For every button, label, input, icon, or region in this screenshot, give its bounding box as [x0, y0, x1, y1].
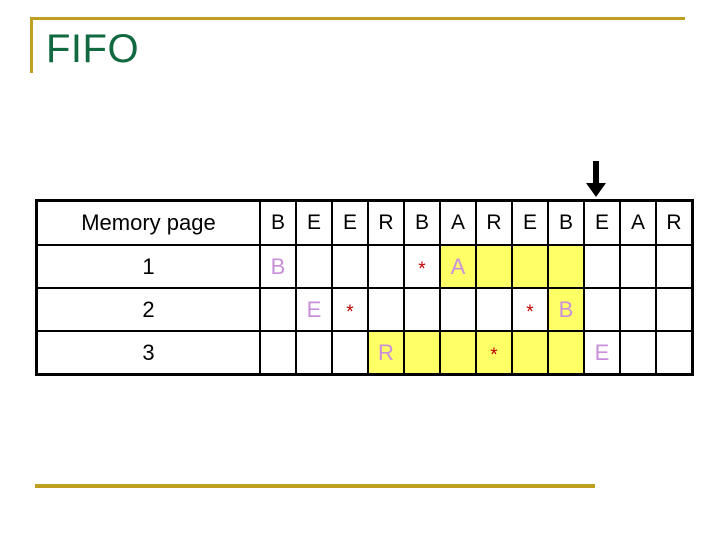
empty-cell: [331, 244, 369, 289]
reference-string-cell: B: [547, 199, 585, 246]
memory-page-cell: R: [367, 330, 405, 376]
memory-page-cell: E: [583, 330, 621, 376]
empty-cell: [475, 287, 513, 332]
reference-string-cell: B: [403, 199, 441, 246]
asterisk-icon: *: [346, 301, 354, 323]
empty-cell: [511, 244, 549, 289]
slide-accent-rule-bottom: [35, 484, 595, 488]
table-row: 3 R * E: [35, 330, 694, 376]
frame-number-label: 2: [35, 287, 261, 332]
empty-cell: [439, 330, 477, 376]
page-fault-marker-cell: *: [511, 287, 549, 332]
down-arrow-icon: [586, 161, 606, 197]
page-letter: B: [270, 253, 286, 279]
empty-cell: [583, 287, 621, 332]
empty-cell: [547, 330, 585, 376]
empty-cell: [583, 244, 621, 289]
reference-string-cell: R: [655, 199, 694, 246]
page-fault-marker-cell: *: [475, 330, 513, 376]
page-fault-marker-cell: *: [403, 244, 441, 289]
empty-cell: [367, 287, 405, 332]
page-letter: A: [450, 253, 466, 279]
slide-accent-rule-top: [30, 17, 685, 20]
empty-cell: [403, 287, 441, 332]
asterisk-icon: *: [526, 301, 534, 323]
reference-string-cell: E: [295, 199, 333, 246]
page-fault-marker-cell: *: [331, 287, 369, 332]
reference-string-cell: R: [367, 199, 405, 246]
empty-cell: [619, 244, 657, 289]
memory-page-cell: A: [439, 244, 477, 289]
page-title: FIFO: [46, 27, 140, 71]
memory-page-cell: E: [295, 287, 333, 332]
empty-cell: [331, 330, 369, 376]
table-row: 2 E * * B: [35, 287, 694, 332]
empty-cell: [295, 244, 333, 289]
empty-cell: [655, 244, 694, 289]
empty-cell: [655, 287, 694, 332]
empty-cell: [547, 244, 585, 289]
slide-accent-rule-left: [30, 17, 33, 73]
empty-cell: [403, 330, 441, 376]
page-letter: B: [558, 296, 574, 322]
reference-string-cell: R: [475, 199, 513, 246]
asterisk-icon: *: [490, 344, 498, 366]
frame-number-label: 1: [35, 244, 261, 289]
memory-page-cell: B: [547, 287, 585, 332]
empty-cell: [511, 330, 549, 376]
asterisk-icon: *: [418, 258, 426, 280]
reference-string-cell: E: [331, 199, 369, 246]
reference-string-cell: A: [439, 199, 477, 246]
page-letter: E: [594, 339, 610, 365]
empty-cell: [259, 330, 297, 376]
empty-cell: [259, 287, 297, 332]
reference-string-cell: B: [259, 199, 297, 246]
empty-cell: [439, 287, 477, 332]
empty-cell: [295, 330, 333, 376]
reference-string-cell: A: [619, 199, 657, 246]
empty-cell: [367, 244, 405, 289]
empty-cell: [655, 330, 694, 376]
reference-string-cell: E: [511, 199, 549, 246]
memory-page-header: Memory page: [35, 199, 261, 246]
page-letter: E: [306, 296, 322, 322]
empty-cell: [475, 244, 513, 289]
empty-cell: [619, 330, 657, 376]
frame-number-label: 3: [35, 330, 261, 376]
page-letter: R: [378, 339, 394, 365]
reference-string-cell: E: [583, 199, 621, 246]
memory-page-cell: B: [259, 244, 297, 289]
empty-cell: [619, 287, 657, 332]
